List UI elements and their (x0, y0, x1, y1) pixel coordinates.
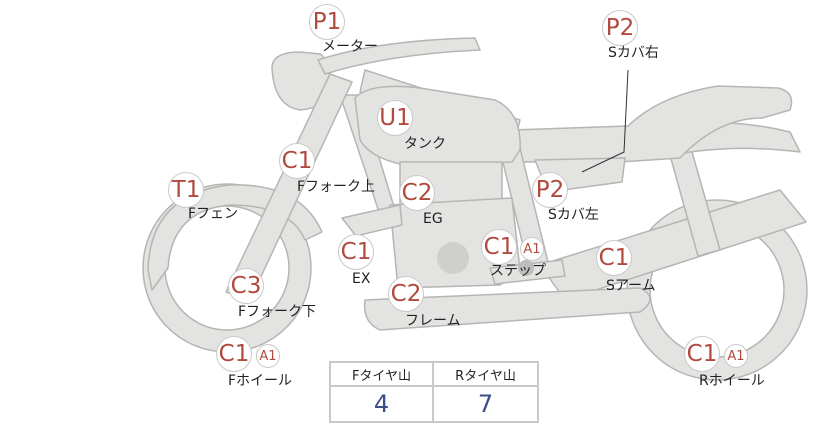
s-cover-right-code-badge: P2 (602, 10, 638, 46)
f-fender-label: Fフェン (188, 206, 239, 222)
f-wheel-code-badge: C1 (216, 336, 252, 372)
engine-label: EG (423, 211, 443, 227)
s-cover-left-code-badge: P2 (532, 172, 568, 208)
handlebar-shape (317, 37, 481, 75)
s-cover-left-label: Sカバ左 (548, 207, 599, 223)
tire-tread-table: Fタイヤ山 Rタイヤ山 4 7 (329, 361, 539, 423)
exhaust-code-badge: C1 (338, 234, 374, 270)
r-wheel-code-badge: C1 (684, 336, 720, 372)
rear-tire-header: Rタイヤ山 (434, 363, 537, 387)
rear-tire-value: 7 (477, 390, 494, 418)
f-wheel-label: Fホイール (228, 373, 293, 389)
s-arm-label: Sアーム (606, 278, 656, 294)
front-tire-value: 4 (331, 387, 434, 421)
f-fork-lower-label: Fフォーク下 (238, 304, 317, 320)
f-wheel-sub-badge: A1 (256, 344, 280, 368)
s-arm-code-badge: C1 (596, 240, 632, 276)
frame-bottom-shape (363, 287, 651, 331)
step-code-badge: C1 (481, 229, 517, 265)
exhaust-shape (341, 204, 403, 237)
tank-code-badge: U1 (377, 100, 413, 136)
step-sub-badge: A1 (520, 237, 544, 261)
leader-line (581, 69, 629, 173)
engine-code-badge: C2 (399, 175, 435, 211)
f-fork-upper-label: Fフォーク上 (297, 179, 376, 195)
r-wheel-sub-badge: A1 (724, 344, 748, 368)
meter-code-badge: P1 (309, 4, 345, 40)
frame-code-badge: C2 (388, 276, 424, 312)
r-wheel-label: Rホイール (699, 373, 765, 389)
front-tire-header: Fタイヤ山 (331, 363, 434, 387)
f-fender-code-badge: T1 (168, 172, 204, 208)
step-label: ステップ (490, 263, 546, 279)
s-cover-right-label: Sカバ右 (608, 45, 659, 61)
meter-label: メーター (322, 39, 378, 55)
seat-shape (511, 85, 793, 163)
tank-label: タンク (404, 136, 446, 152)
frame-label: フレーム (405, 313, 461, 329)
exhaust-label: EX (352, 271, 371, 287)
f-fork-upper-code-badge: C1 (279, 143, 315, 179)
f-fork-lower-code-badge: C3 (228, 268, 264, 304)
